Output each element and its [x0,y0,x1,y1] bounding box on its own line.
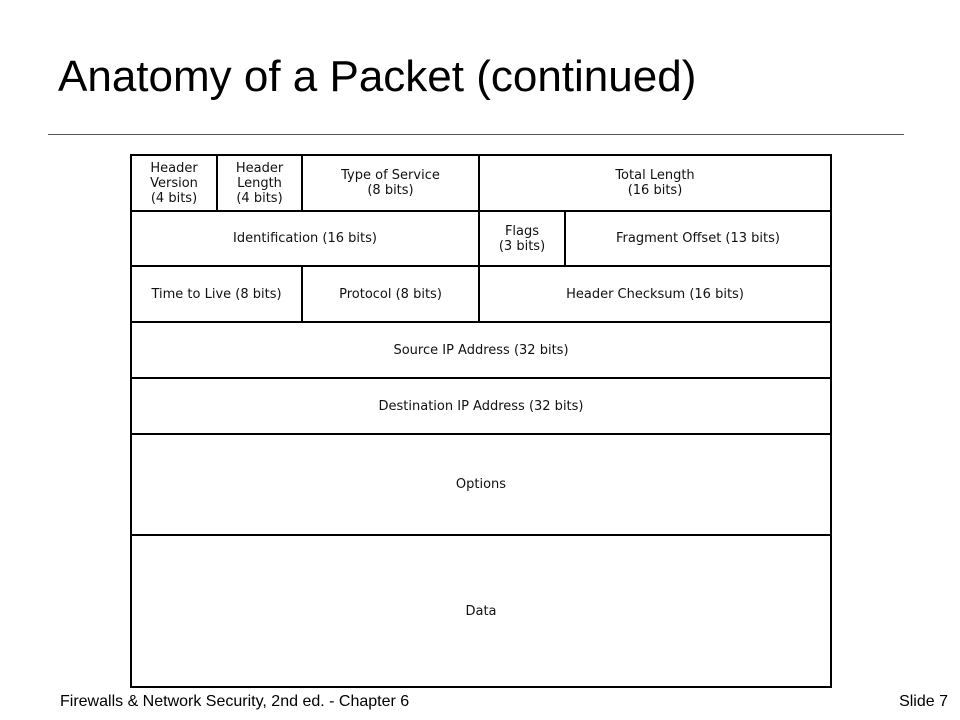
options-label: Options [455,477,507,492]
ip-packet-diagram: Header Version (4 bits) Header Length (4… [130,154,832,688]
destination-ip-field: Destination IP Address (32 bits) [132,379,830,435]
flags-label: Flags (3 bits) [498,223,546,254]
type-of-service-label: Type of Service (8 bits) [341,168,440,198]
header-checksum-field: Header Checksum (16 bits) [480,267,830,323]
header-version-field: Header Version (4 bits) [132,156,218,212]
protocol-label: Protocol (8 bits) [339,286,442,302]
identification-label: Identification (16 bits) [233,231,377,246]
total-length-field: Total Length (16 bits) [480,156,830,212]
footer-slide-number: Slide 7 [899,693,948,710]
options-field: Options [132,435,830,536]
fragment-offset-field: Fragment Offset (13 bits) [566,212,830,267]
destination-ip-label: Destination IP Address (32 bits) [378,398,584,414]
header-version-label: Header Version (4 bits) [150,160,198,206]
source-ip-field: Source IP Address (32 bits) [132,323,830,379]
title-divider [48,134,904,135]
flags-field: Flags (3 bits) [480,212,566,267]
header-length-field: Header Length (4 bits) [218,156,303,212]
total-length-label: Total Length (16 bits) [615,168,695,198]
data-label: Data [465,603,497,619]
fragment-offset-label: Fragment Offset (13 bits) [616,231,780,246]
time-to-live-field: Time to Live (8 bits) [132,267,303,323]
source-ip-label: Source IP Address (32 bits) [393,342,569,358]
header-length-label: Header Length (4 bits) [235,160,284,206]
footer-course-title: Firewalls & Network Security, 2nd ed. - … [60,693,410,710]
header-checksum-label: Header Checksum (16 bits) [566,286,744,302]
protocol-field: Protocol (8 bits) [303,267,480,323]
time-to-live-label: Time to Live (8 bits) [151,286,282,302]
type-of-service-field: Type of Service (8 bits) [303,156,480,212]
slide-title: Anatomy of a Packet (continued) [58,52,697,101]
identification-field: Identification (16 bits) [132,212,480,267]
data-field: Data [132,536,830,686]
